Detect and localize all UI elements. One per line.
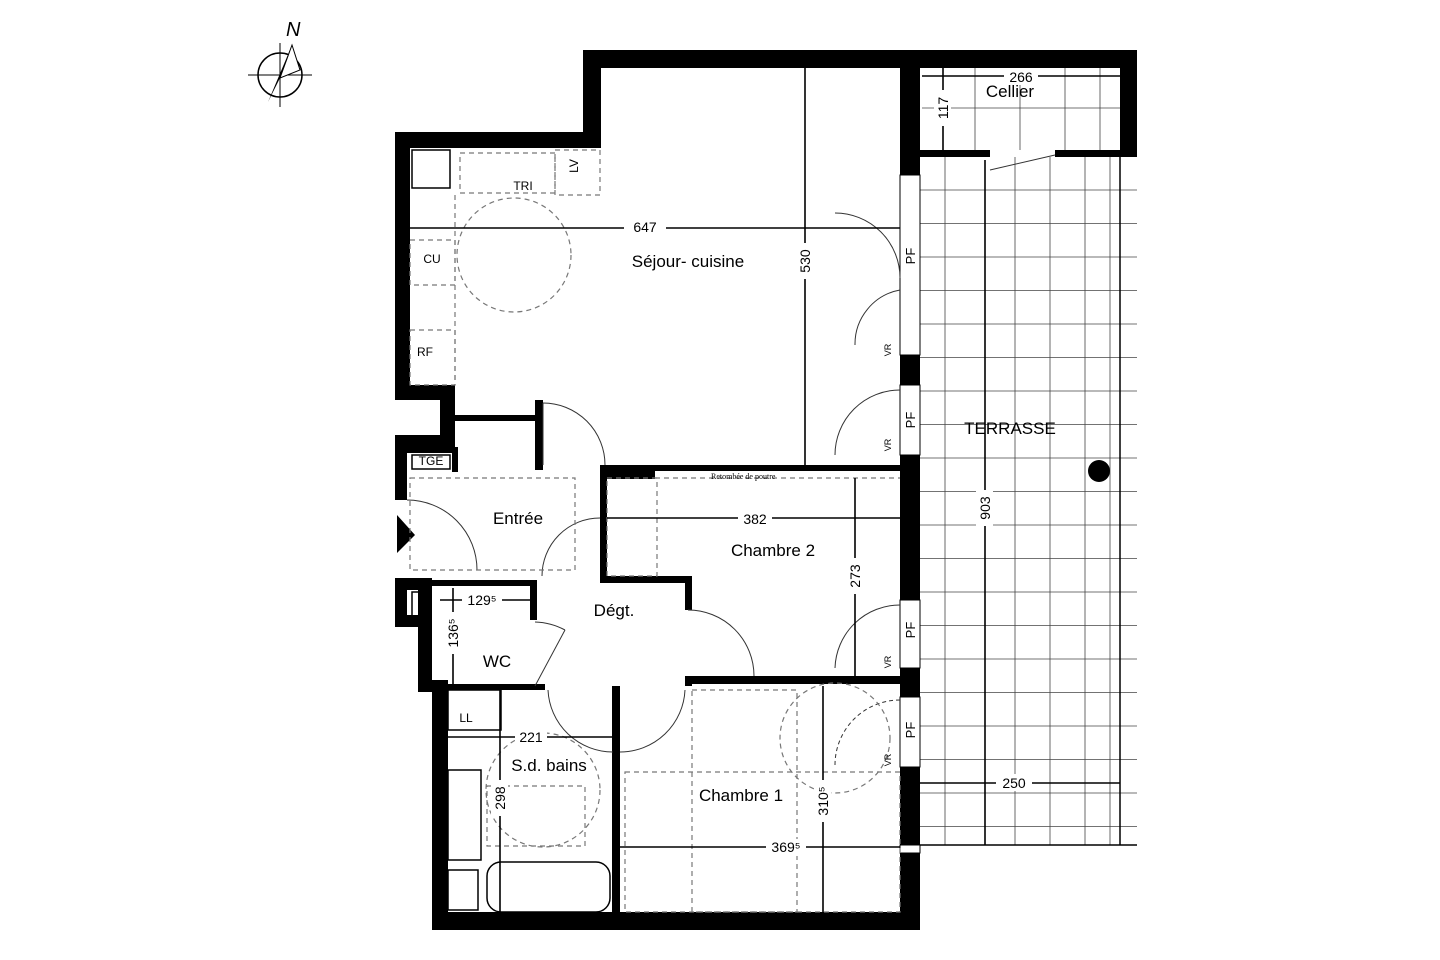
door-swings xyxy=(406,154,1056,766)
dim-sejour-width: 647 xyxy=(633,219,657,235)
fixture-label-ll: LL xyxy=(459,711,473,725)
north-compass-icon: N xyxy=(248,19,312,107)
fixture-label-cu: CU xyxy=(423,252,440,266)
window-label-vr: VR xyxy=(883,655,893,668)
room-label-sejour: Séjour- cuisine xyxy=(632,252,744,271)
room-label-terrasse: TERRASSE xyxy=(964,419,1056,438)
window-label-pf: PF xyxy=(903,722,918,739)
dim-wc-depth: 136⁵ xyxy=(445,618,461,647)
room-label-degt: Dégt. xyxy=(594,601,635,620)
dim-chambre2-width: 382 xyxy=(743,511,767,527)
beam-note: Retombée de poutre xyxy=(711,472,776,481)
fixture-label-tri: TRI xyxy=(513,179,532,193)
window-label-vr: VR xyxy=(883,438,893,451)
dim-cellier-width: 266 xyxy=(1009,69,1033,85)
dim-wc-width: 129⁵ xyxy=(467,592,496,608)
dim-sdb-depth: 298 xyxy=(492,786,508,810)
room-label-chambre1: Chambre 1 xyxy=(699,786,783,805)
dim-sdb-width: 221 xyxy=(519,729,543,745)
windows xyxy=(899,174,921,854)
window-label-pf: PF xyxy=(903,248,918,265)
window-label-pf: PF xyxy=(903,412,918,429)
room-label-entree: Entrée xyxy=(493,509,543,528)
window-label-pf: PF xyxy=(903,622,918,639)
dim-terrasse-length: 903 xyxy=(977,496,993,520)
room-label-chambre2: Chambre 2 xyxy=(731,541,815,560)
dim-sejour-depth: 530 xyxy=(797,249,813,273)
interior-walls xyxy=(400,400,900,912)
entrance-arrow-icon xyxy=(397,515,415,553)
room-label-sdb: S.d. bains xyxy=(511,756,587,775)
fixture-label-rf: RF xyxy=(417,345,433,359)
label-backgrounds xyxy=(446,68,1038,856)
dim-cellier-depth: 117 xyxy=(935,97,951,120)
fixtures xyxy=(409,149,901,913)
window-label-vr: VR xyxy=(883,753,893,766)
drain-icon xyxy=(1088,460,1110,482)
compass-label: N xyxy=(286,19,301,41)
terrace-tiling xyxy=(920,157,1137,845)
room-label-wc: WC xyxy=(483,652,511,671)
window-label-vr: VR xyxy=(883,343,893,356)
cellier-tiling xyxy=(922,68,1120,150)
dim-chambre2-depth: 273 xyxy=(847,564,863,588)
dim-chambre1-depth: 310⁵ xyxy=(815,786,831,815)
fixture-label-lv: LV xyxy=(567,159,581,173)
dim-terrasse-width: 250 xyxy=(1002,775,1026,791)
dim-chambre1-width: 369⁵ xyxy=(771,839,800,855)
room-label-cellier: Cellier xyxy=(986,82,1035,101)
fixture-label-tge: TGE xyxy=(419,454,444,468)
